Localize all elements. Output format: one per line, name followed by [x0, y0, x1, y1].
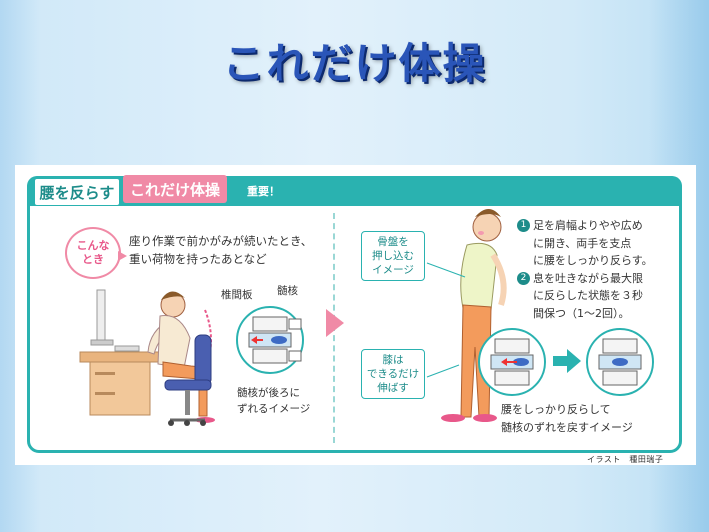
pelvis-hint-box: 骨盤を 押し込む イメージ	[361, 231, 425, 281]
standing-back-bend-illustration	[426, 209, 507, 422]
bubble-line-1: こんな	[76, 239, 110, 253]
pelvis-line-1: 骨盤を	[377, 235, 409, 248]
knee-line-1: 膝は	[382, 353, 404, 366]
illustration-credit: イラスト 種田瑞子	[587, 455, 664, 464]
knee-hint-box: 膝は できるだけ 伸ばす	[361, 349, 425, 399]
step-1: 1 足を肩幅よりやや広め	[517, 217, 653, 235]
left-caption-line-1: 髄核が後ろに	[237, 387, 300, 399]
konna-toki-bubble: こんな とき	[65, 227, 127, 279]
office-chair-icon	[164, 334, 212, 426]
right-caption: 腰をしっかり反らして 髄核のずれを戻すイメージ	[501, 401, 633, 436]
step-1-number-icon: 1	[517, 219, 530, 232]
step-2-line-1: 息を吐きながら最大限	[533, 271, 643, 285]
bubble-line-2: とき	[82, 253, 104, 266]
step-2-line-2: に反らした状態を３秒	[533, 289, 643, 303]
vertebra-diagram-before	[478, 328, 546, 396]
steps-list: 1 足を肩幅よりやや広め に開き、両手を支点 に腰をしっかり反らす。 2 息を吐…	[517, 217, 653, 323]
step-2-number-icon: 2	[517, 271, 530, 285]
pelvis-line-2: 押し込む	[372, 249, 414, 262]
right-caption-line-2: 髄核のずれを戻すイメージ	[501, 420, 633, 434]
arrow-right-icon	[326, 309, 344, 337]
vertebra-diagram-after	[586, 328, 654, 396]
step-2-line-3: 間保つ（1〜2回）。	[533, 306, 630, 320]
seated-worker-illustration	[79, 289, 215, 423]
left-caption-line-2: ずれるイメージ	[237, 403, 311, 416]
tag-important: 重要！	[247, 185, 280, 198]
left-caption: 髄核が後ろに ずれるイメージ	[237, 385, 310, 418]
nucleus-label: 髄核	[277, 285, 298, 297]
knee-line-3: 伸ばす	[377, 382, 409, 395]
scenario-line-2: 重い荷物を持ったあとなど	[129, 251, 267, 266]
pelvis-line-3: イメージ	[372, 264, 414, 277]
arrow-right-teal-icon	[553, 349, 581, 373]
scenario-text: 座り作業で前かがみが続いたとき、 重い荷物を持ったあとなど	[129, 233, 312, 269]
knee-line-2: できるだけ	[366, 367, 420, 380]
step-1-line-1: 足を肩幅よりやや広め	[533, 219, 643, 232]
vertebra-diagram-displaced	[236, 306, 304, 374]
right-caption-line-1: 腰をしっかり反らして	[501, 403, 611, 416]
tag-kore-dake-taiso: これだけ体操	[123, 175, 227, 203]
step-1-line-2: に開き、両手を支点	[533, 236, 632, 250]
step-1-line-3: に腰をしっかり反らす。	[533, 254, 653, 268]
tag-back-bend: 腰を反らす	[35, 179, 119, 205]
step-2: 2 息を吐きながら最大限	[517, 270, 653, 288]
scenario-line-1: 座り作業で前かがみが続いたとき、	[129, 234, 313, 248]
disc-label: 椎間板	[221, 289, 253, 301]
exercise-card: 腰を反らす これだけ体操 重要！ こんな とき 座り作業で前かがみが続いたとき、…	[15, 165, 696, 465]
slide-title: これだけ体操	[222, 39, 487, 88]
